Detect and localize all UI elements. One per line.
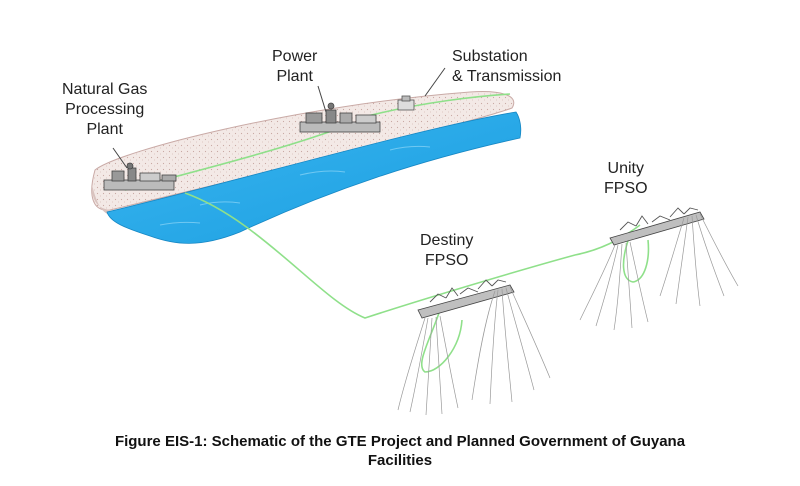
label-line: Processing: [65, 101, 145, 118]
figure-caption: Figure EIS-1: Schematic of the GTE Proje…: [0, 432, 800, 470]
substation-icon: [397, 95, 415, 111]
schematic-diagram: [91, 67, 739, 416]
label-line: FPSO: [424, 252, 469, 269]
processing-plant-label: Natural Gas Processing Plant: [62, 80, 147, 140]
unity-fpso-label: Unity FPSO: [604, 159, 648, 199]
label-line: Power: [272, 48, 318, 65]
label-line: FPSO: [604, 180, 648, 197]
substation-pointer: [424, 67, 446, 97]
water-body: [106, 111, 522, 244]
unity-fpso-icon: [579, 207, 739, 331]
processing-plant-icon: [103, 162, 177, 191]
power-plant-icon: [299, 102, 381, 133]
destiny-fpso-icon: [397, 279, 551, 416]
water-ripples: [159, 145, 431, 226]
label-line: Destiny: [420, 232, 474, 249]
land-strip: [91, 91, 515, 211]
destiny-fpso-label: Destiny FPSO: [420, 231, 473, 271]
processing-plant-pointer: [112, 147, 128, 169]
label-line: Plant: [86, 121, 123, 138]
label-line: Natural Gas: [62, 81, 148, 98]
power-plant-pointer: [317, 85, 327, 113]
power-plant-label: Power Plant: [272, 47, 317, 87]
caption-line: Figure EIS-1: Schematic of the GTE Proje…: [114, 433, 686, 450]
label-line: & Transmission: [452, 68, 562, 85]
substation-label: Substation & Transmission: [452, 47, 561, 87]
label-line: Plant: [276, 68, 313, 85]
label-line: Substation: [452, 48, 528, 65]
caption-line: Facilities: [367, 452, 433, 469]
label-line: Unity: [607, 160, 644, 177]
